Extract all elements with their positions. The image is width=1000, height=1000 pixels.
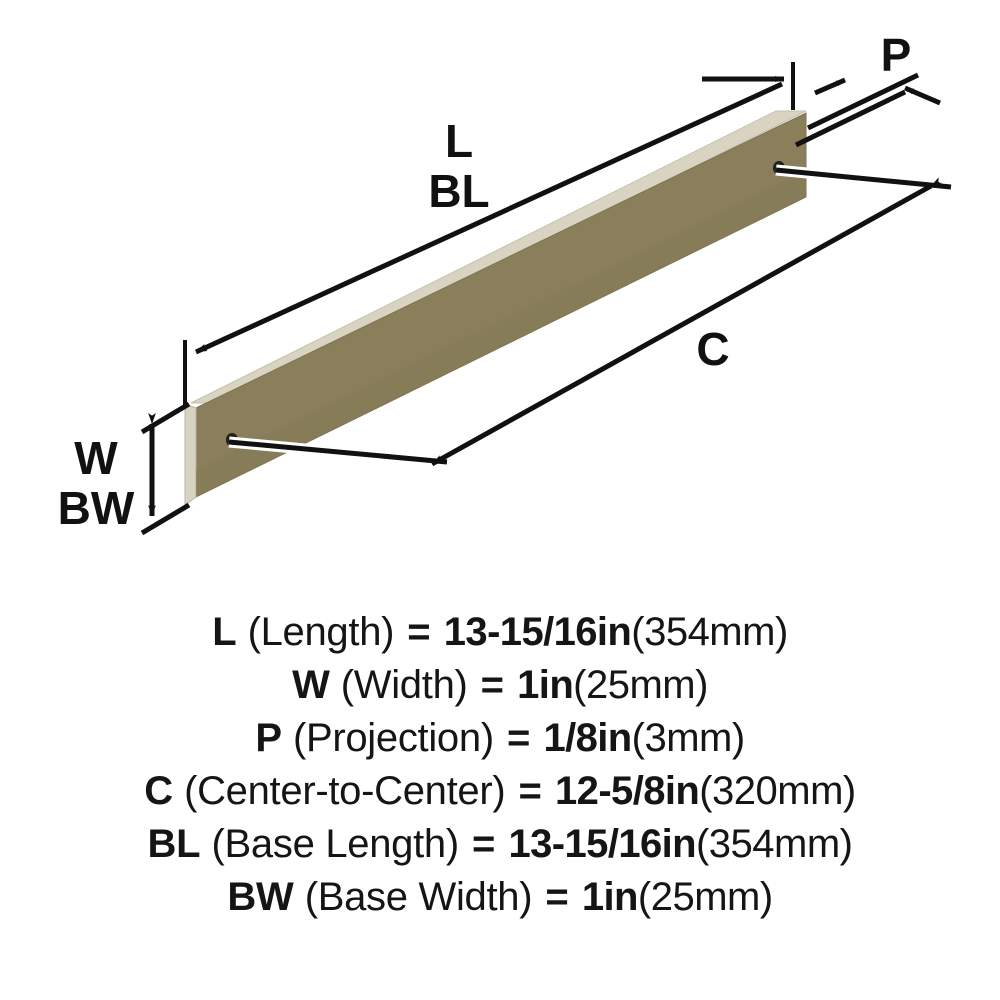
spec-name: (Center-to-Center) bbox=[184, 769, 506, 813]
spec-imperial-value: 13-15/16in bbox=[508, 822, 697, 866]
spec-imperial-value: 1in bbox=[517, 663, 574, 707]
spec-equals: = bbox=[545, 875, 569, 919]
center-to-center-dimension bbox=[226, 161, 952, 468]
spec-row-base-width: BW (Base Width) = 1in(25mm) bbox=[227, 875, 773, 930]
spec-name: (Width) bbox=[340, 663, 468, 707]
spec-equals: = bbox=[472, 822, 496, 866]
projection-arrow-left bbox=[814, 77, 846, 96]
spec-metric-value: (354mm) bbox=[695, 822, 853, 866]
spec-metric-value: (3mm) bbox=[631, 716, 746, 760]
width-extension-bottom bbox=[140, 502, 191, 536]
spec-row-width: W (Width) = 1in(25mm) bbox=[292, 665, 708, 718]
spec-symbol: W bbox=[292, 663, 330, 707]
spec-symbol: P bbox=[255, 716, 282, 760]
spec-name: (Length) bbox=[247, 610, 395, 654]
diagram-svg: L BL P W BW bbox=[57, 29, 952, 536]
label-width: W bbox=[74, 432, 118, 484]
width-dimension bbox=[140, 401, 191, 536]
spec-equals: = bbox=[407, 610, 431, 654]
spec-imperial-value: 12-5/8in bbox=[555, 769, 700, 813]
spec-row-projection: P (Projection) = 1/8in(3mm) bbox=[255, 716, 746, 771]
label-base-length: BL bbox=[428, 165, 489, 217]
spec-name: (Base Length) bbox=[211, 822, 460, 866]
label-length: L bbox=[445, 115, 473, 167]
projection-extension-a bbox=[794, 89, 907, 148]
spec-equals: = bbox=[480, 663, 505, 707]
spec-name: (Base Width) bbox=[304, 875, 533, 919]
spec-imperial-value: 13-15/16in bbox=[443, 610, 632, 654]
spec-metric-value: (25mm) bbox=[637, 875, 773, 919]
projection-arrow-right bbox=[904, 85, 941, 106]
label-center-to-center: C bbox=[696, 323, 729, 375]
spec-name: (Projection) bbox=[292, 716, 494, 760]
spec-symbol: L bbox=[212, 610, 237, 654]
spec-metric-value: (25mm) bbox=[573, 663, 708, 707]
spec-imperial-value: 1/8in bbox=[543, 716, 632, 760]
projection-dimension bbox=[702, 72, 941, 148]
spec-row-length: L (Length) = 13-15/16in(354mm) bbox=[212, 612, 788, 665]
spec-imperial-value: 1in bbox=[581, 875, 639, 919]
spec-equals: = bbox=[518, 769, 542, 813]
spec-symbol: BL bbox=[147, 822, 201, 866]
spec-row-base-length: BL (Base Length) = 13-15/16in(354mm) bbox=[147, 822, 853, 877]
bar-end-cap-left bbox=[184, 403, 197, 506]
spec-symbol: BW bbox=[227, 875, 294, 919]
spec-row-center-to-center: C (Center-to-Center) = 12-5/8in(320mm) bbox=[144, 769, 856, 824]
spec-equals: = bbox=[506, 716, 531, 760]
c-leader-left bbox=[228, 439, 448, 465]
label-projection: P bbox=[881, 29, 912, 81]
specification-list: L (Length) = 13-15/16in(354mm) W (Width)… bbox=[0, 612, 1000, 1000]
spec-symbol: C bbox=[144, 769, 173, 813]
c-dimension-line bbox=[430, 177, 943, 467]
projection-extension-b bbox=[806, 72, 920, 131]
dimension-diagram: L BL P W BW bbox=[57, 29, 952, 536]
spec-metric-value: (320mm) bbox=[699, 769, 856, 813]
spec-metric-value: (354mm) bbox=[631, 610, 788, 654]
label-base-width: BW bbox=[58, 482, 135, 534]
